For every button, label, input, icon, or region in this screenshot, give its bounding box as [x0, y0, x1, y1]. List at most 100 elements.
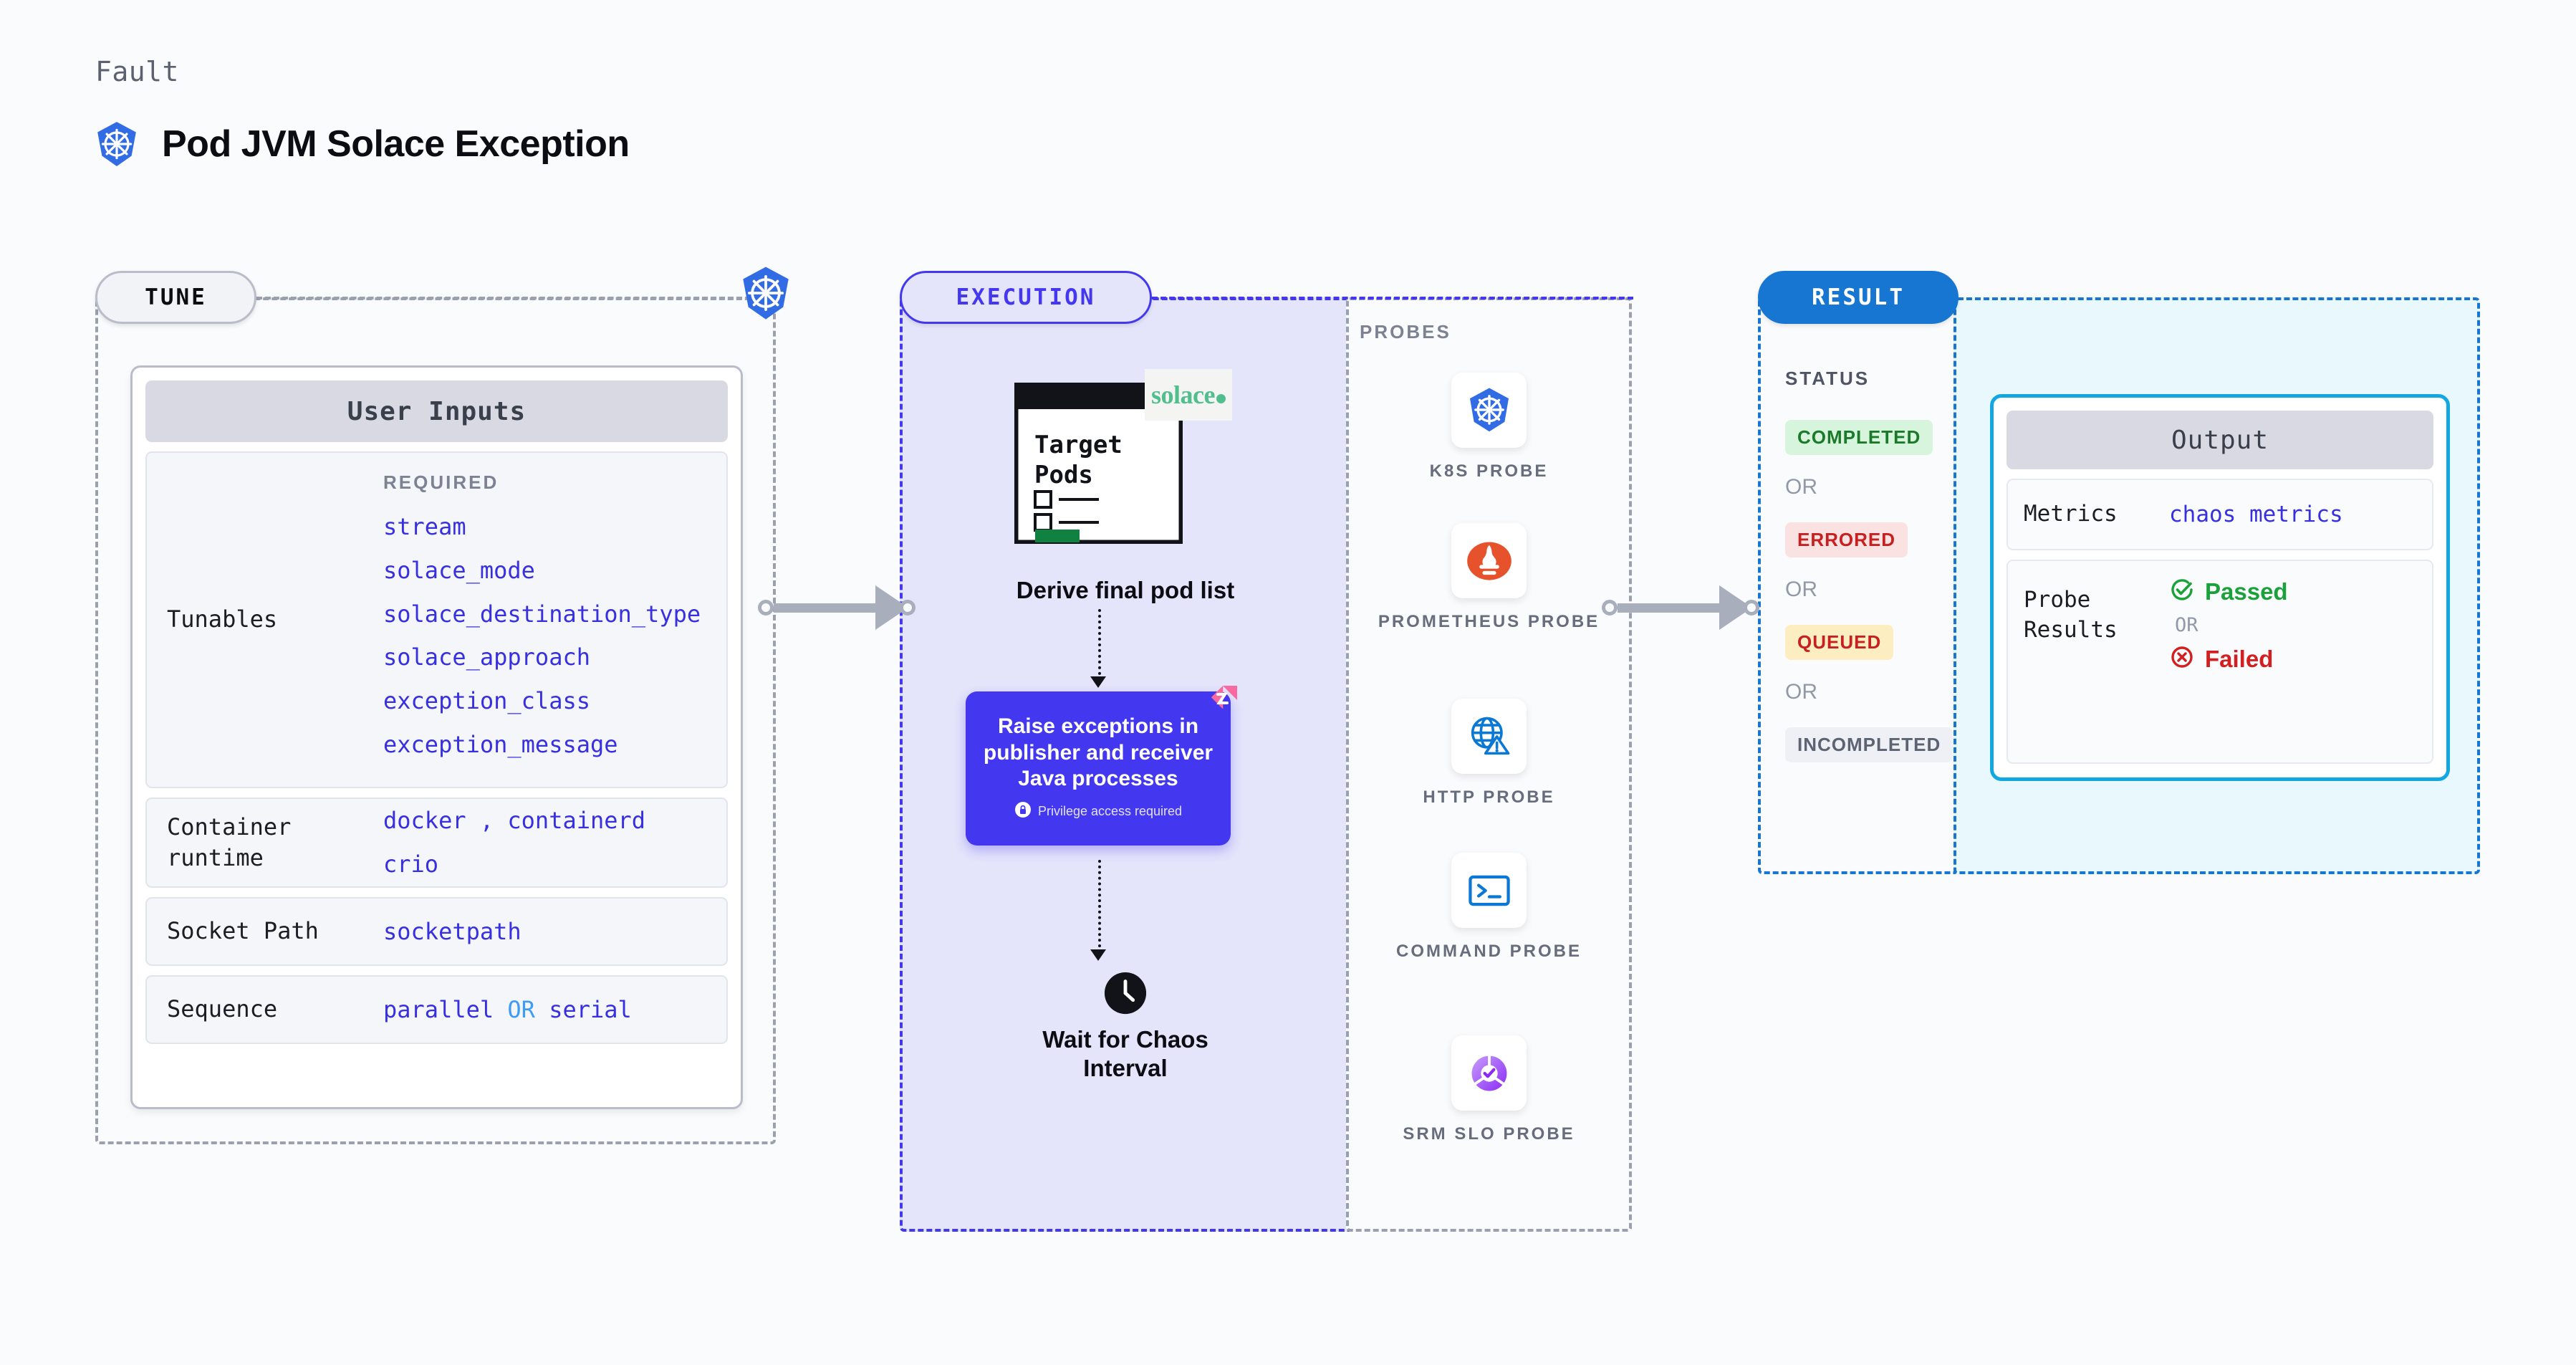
privilege-note-row: Privilege access required: [1014, 801, 1182, 822]
tunables-values: REQUIRED stream solace_mode solace_desti…: [383, 453, 701, 787]
kubernetes-icon: [1451, 373, 1527, 448]
user-inputs-title: User Inputs: [145, 380, 728, 442]
svg-text:Target: Target: [1034, 431, 1123, 459]
status-badge-completed: COMPLETED: [1785, 420, 1933, 455]
probe-results-values: Passed OR Failed: [2169, 561, 2288, 689]
connector-bar: [1618, 603, 1721, 613]
runtime-docker[interactable]: docker: [383, 807, 466, 835]
tunable-solace-destination-type[interactable]: solace_destination_type: [383, 600, 701, 628]
tunables-label: Tunables: [167, 605, 278, 633]
status-badge-errored: ERRORED: [1785, 522, 1908, 557]
probe-result-passed: Passed: [2169, 577, 2288, 606]
lock-icon: [1014, 801, 1032, 822]
result-stage-pill[interactable]: RESULT: [1758, 271, 1959, 324]
page-title: Pod JVM Solace Exception: [162, 123, 630, 165]
terminal-icon: [1451, 853, 1527, 928]
probe-item-k8s[interactable]: K8S PROBE: [1346, 373, 1632, 483]
execution-stage-pill[interactable]: EXECUTION: [900, 271, 1152, 324]
privilege-note-text: Privilege access required: [1037, 803, 1183, 818]
probe-item-srm-slo[interactable]: SRM SLO PROBE: [1346, 1035, 1632, 1146]
connector-end-dot: [1744, 600, 1759, 616]
runtime-containerd[interactable]: containerd: [507, 807, 646, 835]
failed-label: Failed: [2205, 645, 2274, 672]
x-circle-icon: [2169, 644, 2195, 674]
svg-text:Pods: Pods: [1034, 461, 1093, 489]
sequence-values: parallel OR serial: [383, 988, 632, 1032]
probe-item-command[interactable]: COMMAND PROBE: [1346, 853, 1632, 963]
probe-label-http: HTTP PROBE: [1423, 787, 1555, 807]
chaos-badge-icon: [1206, 683, 1240, 717]
kubernetes-icon: [93, 120, 140, 168]
probe-item-prometheus[interactable]: PROMETHEUS PROBE: [1346, 523, 1632, 633]
raise-exceptions-title: Raise exceptions in publisher and receiv…: [983, 714, 1213, 791]
socket-path-row: Socket Path socketpath: [145, 897, 728, 966]
raise-exceptions-action-card[interactable]: Raise exceptions in publisher and receiv…: [966, 691, 1231, 846]
http-globe-warning-icon: [1451, 699, 1527, 774]
target-pods-card: Target Pods: [1013, 381, 1184, 547]
container-runtime-row: Container runtime docker , containerd cr…: [145, 798, 728, 888]
sequence-separator: OR: [507, 995, 535, 1023]
prometheus-icon: [1451, 523, 1527, 598]
tunables-row: Tunables REQUIRED stream solace_mode sol…: [145, 451, 728, 788]
metrics-value[interactable]: chaos metrics: [2169, 502, 2343, 527]
container-runtime-label: Container runtime: [167, 813, 292, 871]
probe-results-or: OR: [2175, 614, 2198, 636]
status-badge-incompleted: INCOMPLETED: [1785, 727, 1953, 762]
tunable-stream[interactable]: stream: [383, 513, 466, 540]
metrics-row: Metrics chaos metrics: [2007, 479, 2433, 550]
tunable-exception-message[interactable]: exception_message: [383, 730, 618, 758]
connector-end-dot: [900, 600, 915, 616]
wait-label-line2: Interval: [1083, 1054, 1168, 1081]
probe-label-srm-slo: SRM SLO PROBE: [1403, 1124, 1575, 1144]
probes-section-title: PROBES: [1360, 321, 1451, 343]
sequence-serial[interactable]: serial: [549, 995, 632, 1023]
sequence-label: Sequence: [167, 995, 278, 1023]
status-badge-queued: QUEUED: [1785, 625, 1894, 660]
tunable-solace-mode[interactable]: solace_mode: [383, 556, 535, 584]
socket-path-value[interactable]: socketpath: [383, 917, 522, 945]
runtime-separator: ,: [479, 807, 494, 835]
probe-item-http[interactable]: HTTP PROBE: [1346, 699, 1632, 809]
flow-arrow-line-2: [1098, 860, 1101, 953]
tune-stage-pill[interactable]: TUNE: [95, 271, 256, 324]
clock-icon: [900, 971, 1351, 1015]
probe-label-command: COMMAND PROBE: [1396, 942, 1582, 961]
runtime-crio[interactable]: crio: [383, 851, 439, 878]
tunable-solace-approach[interactable]: solace_approach: [383, 643, 590, 671]
execution-pill-connector: [1152, 297, 1633, 300]
container-runtime-values: docker , containerd crio: [383, 799, 645, 886]
execution-to-result-connector: [1602, 585, 1759, 630]
probe-result-failed: Failed: [2169, 644, 2288, 674]
tunable-exception-class[interactable]: exception_class: [383, 687, 590, 715]
wait-label-line1: Wait for Chaos: [1042, 1026, 1208, 1053]
tune-to-execution-connector: [758, 585, 915, 630]
user-inputs-card: User Inputs Tunables REQUIRED stream sol…: [130, 365, 743, 1109]
sequence-parallel[interactable]: parallel: [383, 995, 494, 1023]
srm-slo-icon: [1451, 1035, 1527, 1111]
page-kicker: Fault: [95, 56, 179, 87]
required-label: REQUIRED: [383, 471, 499, 493]
connector-start-dot: [758, 600, 774, 616]
probe-label-k8s: K8S PROBE: [1429, 461, 1549, 481]
passed-label: Passed: [2205, 578, 2288, 605]
solace-logo: solace: [1145, 369, 1232, 421]
check-circle-icon: [2169, 577, 2195, 606]
tune-pill-connector: [256, 297, 751, 300]
connector-bar: [774, 603, 877, 613]
metrics-label: Metrics: [2024, 501, 2118, 527]
output-card-title: Output: [2007, 411, 2433, 469]
derive-pod-list-label: Derive final pod list: [1016, 577, 1235, 603]
sequence-row: Sequence parallel OR serial: [145, 975, 728, 1044]
connector-start-dot: [1602, 600, 1618, 616]
status-section-title: STATUS: [1785, 368, 1870, 389]
page-title-row: Pod JVM Solace Exception: [93, 120, 630, 168]
status-or-3: OR: [1785, 680, 1817, 704]
kubernetes-icon-tune-rail: [738, 265, 794, 321]
flow-arrow-head-icon-2: [1090, 949, 1106, 961]
status-or-1: OR: [1785, 475, 1817, 499]
wait-for-chaos-interval-block: Wait for Chaos Interval: [900, 971, 1351, 1082]
